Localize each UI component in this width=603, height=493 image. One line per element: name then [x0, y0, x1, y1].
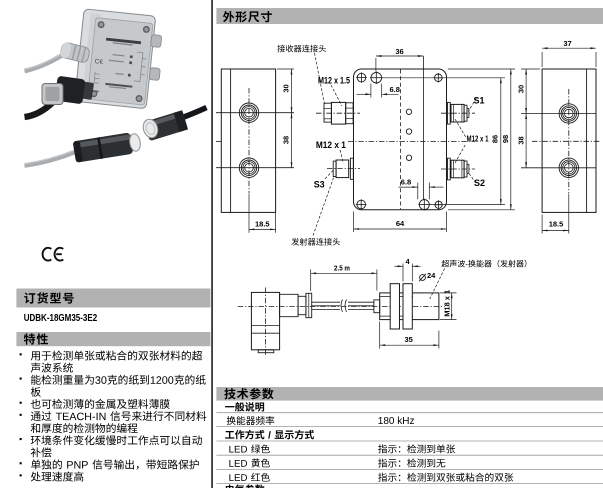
svg-text:S2: S2	[474, 178, 485, 188]
svg-text:38: 38	[282, 136, 291, 144]
svg-text:6.8: 6.8	[390, 85, 400, 94]
svg-text:24: 24	[427, 271, 436, 280]
svg-text:86: 86	[491, 135, 500, 143]
svg-text:6.8: 6.8	[401, 178, 411, 187]
svg-text:4: 4	[406, 257, 411, 266]
svg-text:37: 37	[563, 39, 571, 48]
svg-text:C€: C€	[94, 58, 103, 66]
svg-text:64: 64	[396, 219, 405, 228]
svg-text:M12 x 1: M12 x 1	[316, 140, 346, 150]
svg-text:30: 30	[516, 85, 525, 93]
svg-text:36: 36	[395, 47, 403, 56]
svg-text:M12 x 1.5: M12 x 1.5	[318, 75, 350, 85]
svg-text:M18 x 1: M18 x 1	[442, 290, 451, 317]
svg-text:180 kHz: 180 kHz	[378, 416, 415, 427]
svg-text:38: 38	[516, 136, 525, 144]
svg-text:S1: S1	[474, 96, 485, 106]
svg-text:UDBK-18GM35-3E2: UDBK-18GM35-3E2	[24, 312, 98, 324]
svg-text:98: 98	[501, 135, 510, 143]
svg-text:18.5: 18.5	[549, 220, 564, 229]
svg-text:S3: S3	[314, 179, 325, 189]
svg-text:18.5: 18.5	[255, 219, 270, 228]
svg-text:30: 30	[282, 84, 291, 92]
svg-text:2.5 m: 2.5 m	[334, 263, 350, 272]
svg-text:M12 x 1: M12 x 1	[467, 135, 489, 144]
svg-text:35: 35	[405, 335, 413, 344]
